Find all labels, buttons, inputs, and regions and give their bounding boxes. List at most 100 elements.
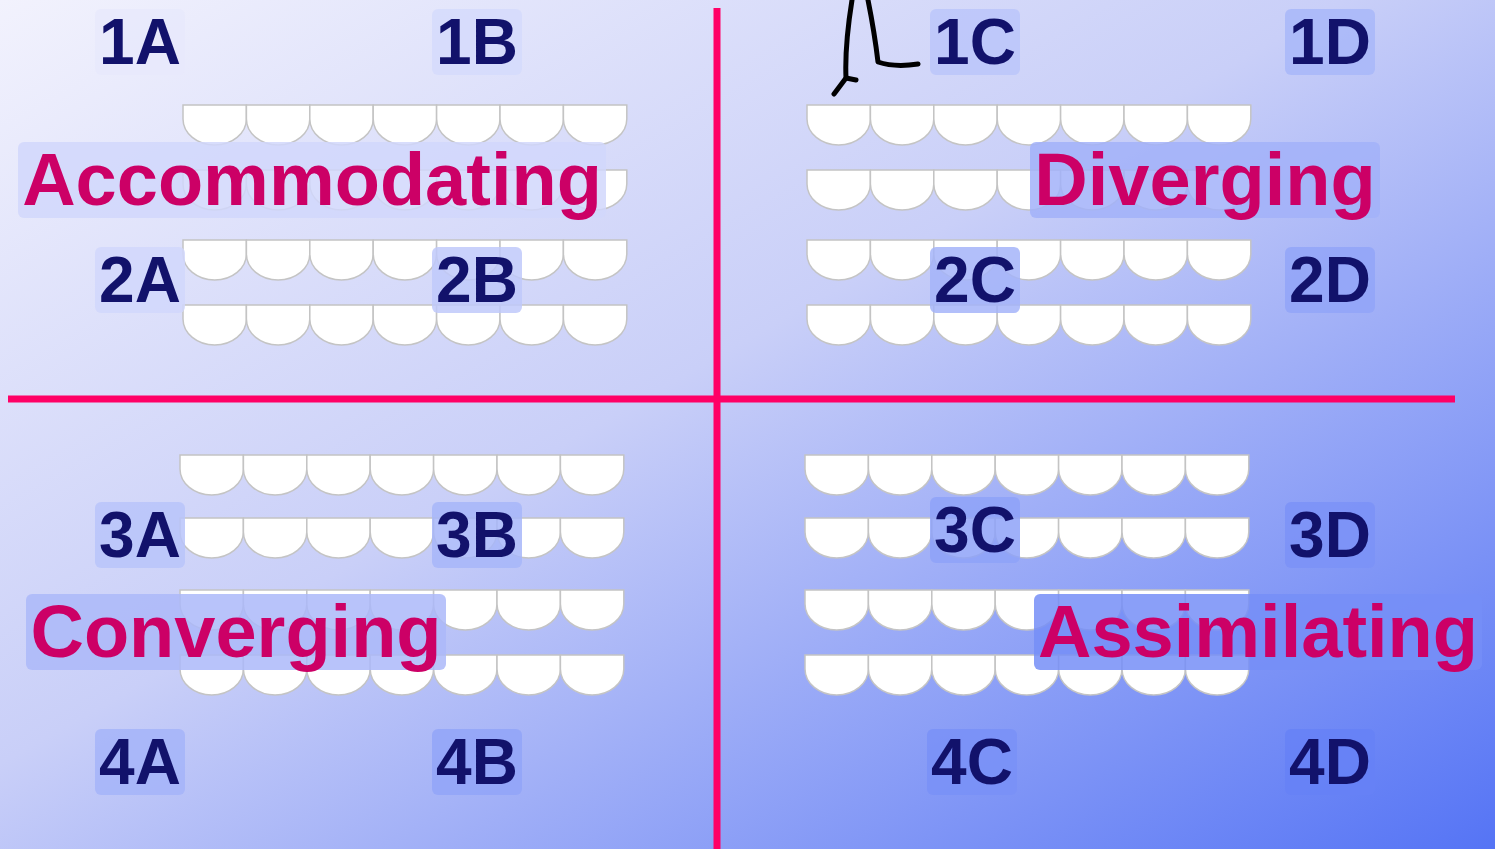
desk <box>497 455 560 495</box>
desk <box>870 170 933 210</box>
desk <box>560 455 623 495</box>
seat-label: 2B <box>432 247 522 313</box>
desk <box>1059 518 1122 558</box>
desk <box>183 305 246 345</box>
desk <box>870 305 933 345</box>
desk <box>1187 105 1250 145</box>
desk <box>370 455 433 495</box>
desk <box>807 305 870 345</box>
desk <box>243 455 306 495</box>
desk <box>310 240 373 280</box>
desk <box>497 590 560 630</box>
desk <box>934 105 997 145</box>
seat-label: 1D <box>1285 9 1375 75</box>
seat-label: 3D <box>1285 502 1375 568</box>
desk <box>807 170 870 210</box>
desk <box>370 518 433 558</box>
desk <box>1059 455 1122 495</box>
desk <box>373 240 436 280</box>
desk <box>995 455 1058 495</box>
learning-style-label: Converging <box>26 594 445 670</box>
desk <box>246 240 309 280</box>
desk <box>373 105 436 145</box>
desk <box>560 518 623 558</box>
desk <box>246 305 309 345</box>
desk <box>805 590 868 630</box>
seat-label: 3B <box>432 502 522 568</box>
seat-label: 4B <box>432 729 522 795</box>
figure-leg <box>868 0 918 65</box>
desk <box>563 240 626 280</box>
desk <box>500 105 563 145</box>
desk <box>1061 240 1124 280</box>
desk <box>180 455 243 495</box>
desk <box>997 105 1060 145</box>
desk <box>1124 305 1187 345</box>
desk <box>180 518 243 558</box>
desk <box>934 170 997 210</box>
desk <box>805 655 868 695</box>
desk <box>807 105 870 145</box>
desk <box>437 105 500 145</box>
figure-foot <box>846 78 856 80</box>
desk <box>1124 105 1187 145</box>
desk <box>307 518 370 558</box>
seat-label: 1B <box>432 9 522 75</box>
desk <box>932 655 995 695</box>
desk <box>563 305 626 345</box>
desk <box>1185 455 1248 495</box>
seat-label: 3C <box>930 497 1020 563</box>
desk <box>805 455 868 495</box>
desk <box>868 655 931 695</box>
desk <box>807 240 870 280</box>
desk <box>1124 240 1187 280</box>
seat-label: 3A <box>95 502 185 568</box>
desk <box>183 105 246 145</box>
desk <box>932 455 995 495</box>
desk <box>1185 518 1248 558</box>
desk <box>373 305 436 345</box>
desk <box>868 590 931 630</box>
desk <box>307 455 370 495</box>
divider-line <box>8 396 1455 403</box>
seat-label: 1A <box>95 9 185 75</box>
desk <box>560 655 623 695</box>
seat-label: 2A <box>95 247 185 313</box>
desk <box>497 655 560 695</box>
desk <box>870 240 933 280</box>
desk <box>868 518 931 558</box>
divider-line <box>714 8 721 849</box>
learning-style-label: Accommodating <box>18 142 606 218</box>
seat-label: 4D <box>1285 729 1375 795</box>
desk <box>563 105 626 145</box>
desk <box>1187 305 1250 345</box>
desk <box>183 240 246 280</box>
desk <box>805 518 868 558</box>
desk <box>1061 105 1124 145</box>
stick-figure <box>834 0 918 94</box>
seat-label: 2C <box>930 247 1020 313</box>
desk <box>310 105 373 145</box>
desk <box>932 590 995 630</box>
desk <box>1187 240 1250 280</box>
seat-label: 2D <box>1285 247 1375 313</box>
desk <box>310 305 373 345</box>
desk <box>243 518 306 558</box>
seat-label: 4A <box>95 729 185 795</box>
desk <box>434 455 497 495</box>
learning-style-label: Assimilating <box>1034 594 1482 670</box>
seat-label: 1C <box>930 9 1020 75</box>
desk <box>868 455 931 495</box>
desk <box>1122 518 1185 558</box>
seat-label: 4C <box>927 729 1017 795</box>
desk <box>246 105 309 145</box>
learning-style-label: Diverging <box>1030 142 1379 218</box>
desk <box>560 590 623 630</box>
desk <box>1122 455 1185 495</box>
desk <box>870 105 933 145</box>
desk <box>1061 305 1124 345</box>
